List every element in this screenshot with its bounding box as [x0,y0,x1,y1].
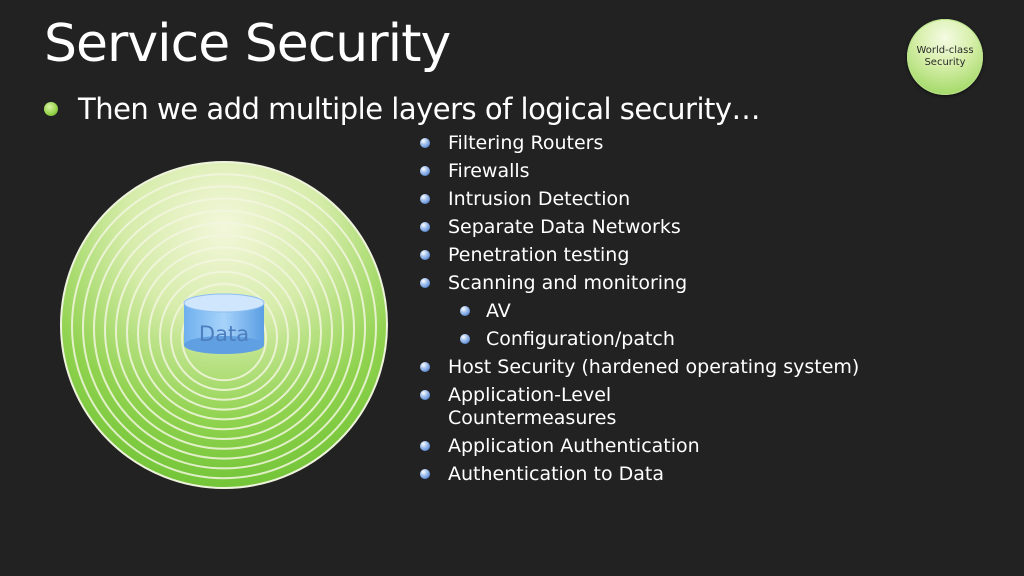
slide-title: Service Security [44,14,451,74]
security-ring [126,234,322,431]
security-ring [170,283,278,391]
badge-label: World-class Security [916,45,974,68]
database-icon: Data [183,293,265,354]
blue-bullet-icon [420,194,430,204]
main-bullet-text: Then we add multiple layers of logical s… [78,92,761,126]
blue-bullet-icon [420,278,430,288]
list-item-text: Scanning and monitoring [448,272,688,294]
security-ring [104,209,344,450]
list-item: Configuration/patch [420,328,859,351]
security-layers-diagram: Data [60,161,388,489]
list-item: Penetration testing [420,244,859,267]
list-item-text: Application-Level [448,384,612,406]
blue-bullet-icon [420,138,430,148]
blue-bullet-icon [420,390,430,400]
security-ring [148,258,300,411]
list-item: Intrusion Detection [420,188,859,211]
list-item-text: Firewalls [448,160,530,182]
security-ring [71,173,377,480]
list-item-text: Separate Data Networks [448,216,681,238]
security-ring [159,270,289,401]
list-item-text: Filtering Routers [448,132,604,154]
list-item: Authentication to Data [420,463,859,486]
blue-bullet-icon [420,362,430,372]
list-item-text: Application Authentication [448,435,700,457]
list-item: Countermeasures [420,407,859,430]
list-item-text: Host Security (hardened operating system… [448,356,860,378]
list-item-text: Countermeasures [448,407,617,429]
security-ring [82,185,366,470]
list-item: Application-Level [420,384,859,407]
security-ring [137,246,311,421]
main-bullet: Then we add multiple layers of logical s… [44,92,761,126]
list-item: Scanning and monitoring [420,272,859,295]
security-ring [115,222,333,440]
blue-bullet-icon [420,250,430,260]
list-item: AV [420,300,859,323]
blue-bullet-icon [420,166,430,176]
blue-bullet-icon [420,441,430,451]
list-item-text: Penetration testing [448,244,630,266]
list-item-text: Authentication to Data [448,463,664,485]
list-item-text: Intrusion Detection [448,188,631,210]
blue-bullet-icon [420,469,430,479]
blue-bullet-icon [420,222,430,232]
world-class-security-badge: World-class Security [907,19,983,95]
list-item: Host Security (hardened operating system… [420,356,859,379]
green-bullet-icon [44,102,58,116]
blue-bullet-icon [460,334,470,344]
list-item: Application Authentication [420,435,859,458]
blue-bullet-icon [460,306,470,316]
list-item-text: AV [486,300,511,322]
list-item-text: Configuration/patch [486,328,675,350]
list-item: Firewalls [420,160,859,183]
data-label: Data [199,322,249,346]
list-item: Filtering Routers [420,132,859,155]
list-item: Separate Data Networks [420,216,859,239]
security-ring [93,197,355,460]
